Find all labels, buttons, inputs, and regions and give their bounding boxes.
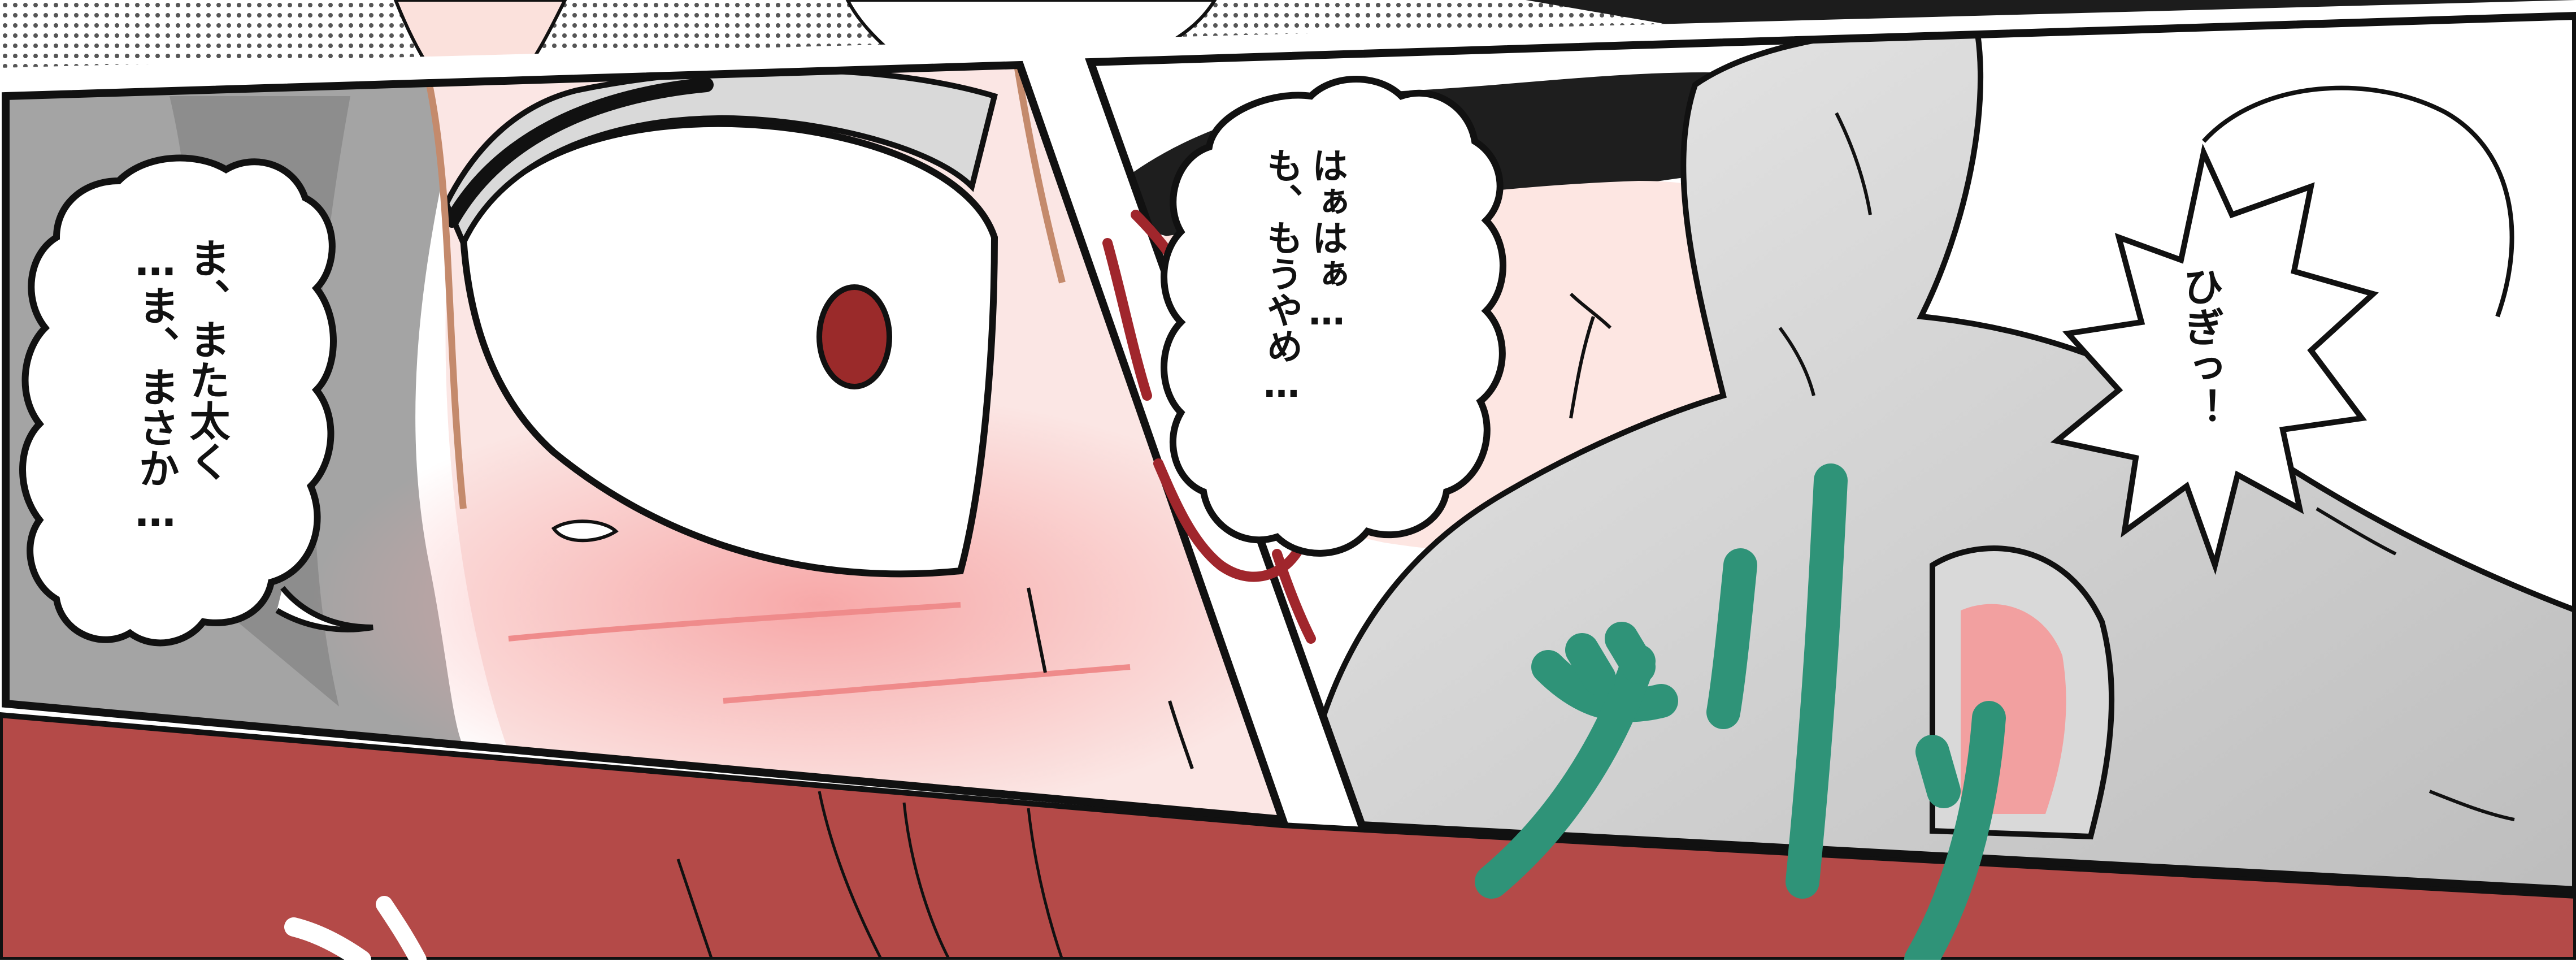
speech-bubble-center — [1161, 76, 1506, 557]
burst-bubble-right — [2050, 144, 2379, 575]
eye-pupil — [816, 284, 892, 389]
burst-right-text: ひぎっ！ — [2176, 266, 2223, 428]
speech-bubble-left — [19, 154, 337, 647]
bottom-panel-red — [0, 712, 2576, 962]
sfx-green-guri — [1475, 463, 2006, 962]
bubble-left-text: ま、また太く …ま、まさか… — [132, 237, 230, 536]
eye-white — [459, 120, 998, 578]
bubble-center-text: はぁはぁ… も、もうやめ… — [1261, 147, 1348, 406]
